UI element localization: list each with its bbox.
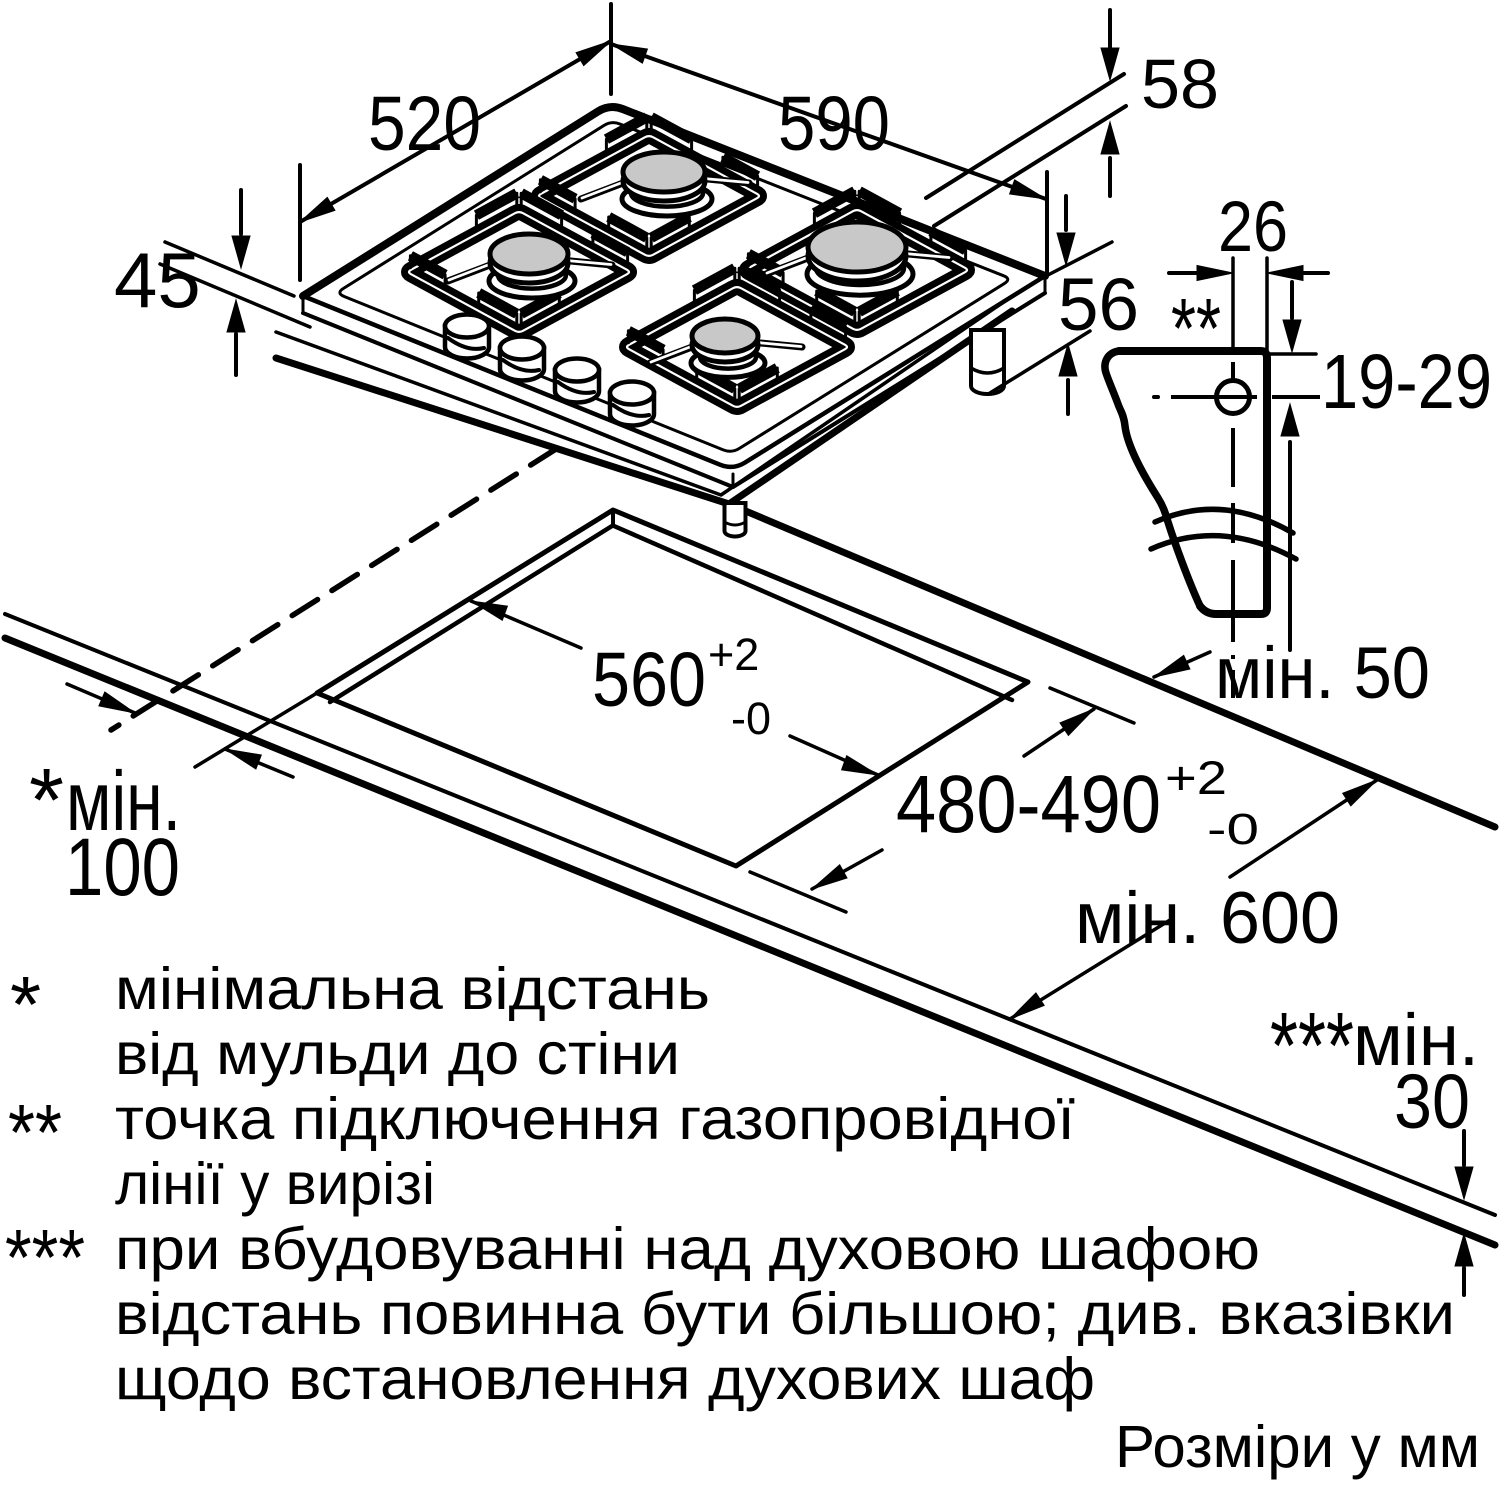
svg-text:**: ** [8,1088,62,1177]
svg-text:56: 56 [1058,263,1139,346]
svg-text:19-29: 19-29 [1321,339,1492,425]
svg-text:мін.: мін. [66,754,181,848]
svg-text:560: 560 [592,637,706,723]
svg-text:Розміри у мм: Розміри у мм [1115,1414,1480,1480]
svg-text:мін. 50: мін. 50 [1215,633,1430,714]
svg-text:відстань повинна бути більшою;: відстань повинна бути більшою; див. вказ… [115,1281,1455,1347]
svg-text:точка підключення газопровідно: точка підключення газопровідної [115,1086,1075,1152]
svg-text:480-490: 480-490 [896,759,1161,850]
svg-text:мін. 600: мін. 600 [1075,878,1340,959]
svg-text:-0: -0 [731,693,771,744]
svg-text:***: *** [1270,993,1354,1099]
svg-text:від мульди до стіни: від мульди до стіни [115,1021,680,1087]
svg-text:+2: +2 [1165,751,1227,804]
svg-text:**: ** [1171,282,1221,377]
svg-text:мін.: мін. [1353,1000,1479,1081]
svg-text:***: *** [5,1213,85,1302]
svg-text:при вбудовуванні над духовою ш: при вбудовуванні над духовою шафою [115,1216,1260,1282]
svg-text:590: 590 [778,81,890,167]
svg-text:-0: -0 [1207,805,1259,854]
svg-text:*: * [29,751,64,851]
svg-text:100: 100 [65,822,180,913]
svg-text:26: 26 [1218,188,1288,267]
svg-text:+2: +2 [708,629,759,680]
svg-text:520: 520 [368,81,481,167]
svg-text:30: 30 [1394,1059,1470,1145]
svg-text:лінії у вирізі: лінії у вирізі [115,1151,435,1217]
svg-text:*: * [10,960,41,1049]
svg-text:щодо встановлення духових шаф: щодо встановлення духових шаф [115,1346,1095,1412]
svg-text:45: 45 [114,236,201,324]
svg-text:58: 58 [1141,45,1219,123]
svg-text:мінімальна відстань: мінімальна відстань [115,956,710,1022]
